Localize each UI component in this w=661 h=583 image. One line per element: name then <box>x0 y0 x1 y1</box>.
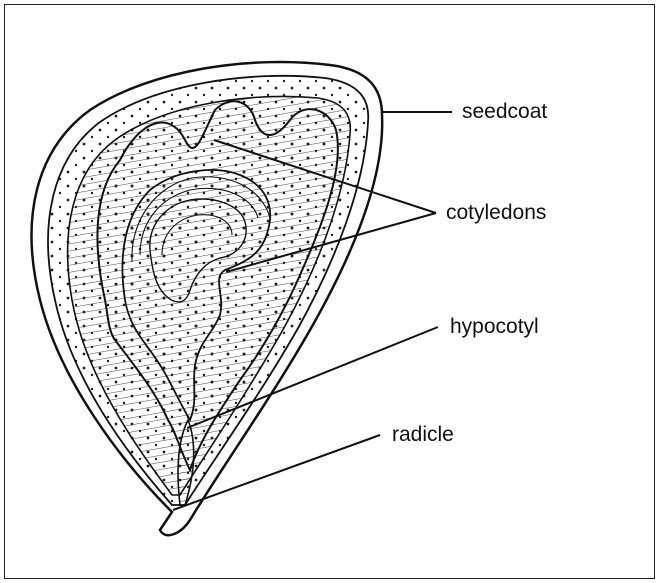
label-cotyledons: cotyledons <box>446 202 546 223</box>
label-radicle: radicle <box>392 424 454 445</box>
label-hypocotyl: hypocotyl <box>450 316 539 337</box>
label-seedcoat: seedcoat <box>462 101 547 122</box>
